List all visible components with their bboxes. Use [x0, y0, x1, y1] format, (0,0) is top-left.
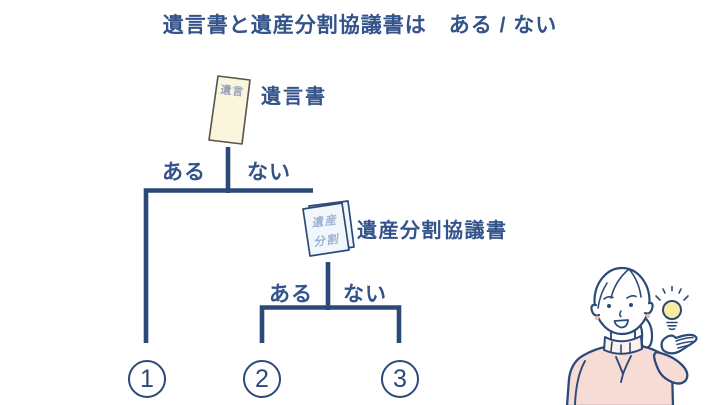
will-node-label: 遺言書: [261, 86, 327, 108]
outcome-1-badge: 1: [128, 360, 166, 398]
right-eye: [629, 303, 633, 307]
left-eye: [607, 304, 611, 308]
bangs: [610, 268, 630, 299]
bulb-base: [666, 321, 678, 331]
left-ear: [590, 303, 601, 317]
outcome-3-badge: 3: [381, 360, 419, 398]
bulb-glass: [662, 300, 682, 320]
turtleneck-collar: [603, 335, 643, 355]
tree-connector-lines: [143, 147, 402, 343]
bangs-right: [628, 268, 642, 298]
head: [593, 266, 651, 336]
booklet-text-line2: 分割: [313, 232, 342, 249]
left-earring: [594, 315, 600, 321]
collar-ribs: [610, 341, 631, 355]
outcome-2-badge: 2: [243, 360, 281, 398]
bangs-left: [597, 282, 608, 309]
estate-division-node-label: 遺産分割協議書: [357, 220, 508, 242]
left-arm-seam: [574, 360, 586, 405]
bulb-rays: [655, 285, 689, 301]
left-eyebrow: [603, 295, 614, 300]
diagram-title: 遺言書と遺産分割協議書は ある / ない: [162, 14, 558, 37]
neck: [610, 329, 636, 341]
branch1-yes-label: ある: [162, 161, 206, 184]
booklet-front-cover: [302, 202, 350, 257]
right-earring: [645, 313, 651, 319]
right-ear: [643, 301, 654, 315]
estate-division-booklet-icon: 遺産 分割: [302, 200, 355, 257]
lightbulb-icon: [655, 285, 689, 331]
branch2-no-label: ない: [343, 283, 387, 306]
nose: [618, 310, 622, 318]
branch1-line: [143, 188, 313, 343]
raised-sleeve: [652, 350, 689, 385]
branch2-yes-label: ある: [269, 283, 313, 306]
right-eyebrow: [626, 294, 637, 299]
chest-seam: [615, 355, 632, 383]
will-paper-icon: 遺言: [208, 75, 251, 145]
branch2-line: [259, 305, 402, 343]
finger-lines: [675, 336, 695, 349]
will-paper-sheet: [208, 75, 251, 145]
mouth: [613, 319, 629, 329]
booklet-text-line1: 遺産: [311, 213, 339, 229]
woman-illustration: [565, 266, 698, 405]
branch1-no-label: ない: [247, 161, 291, 184]
will-paper-text: 遺言: [220, 82, 246, 99]
